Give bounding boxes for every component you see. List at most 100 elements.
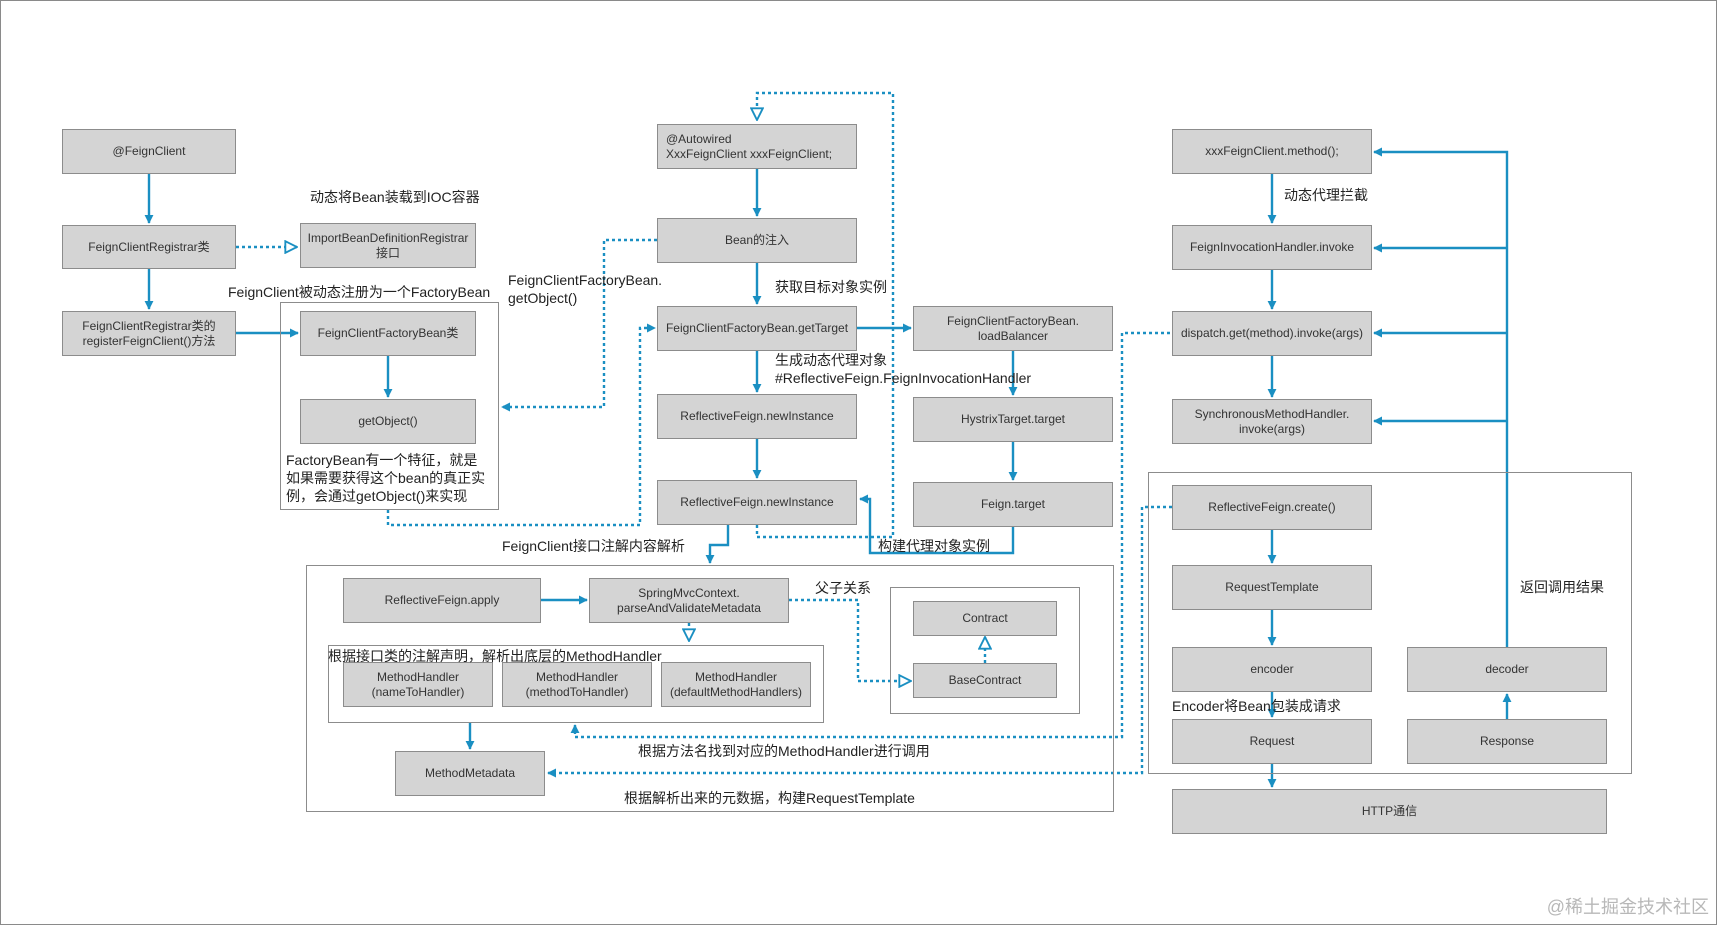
text-line: xxxFeignClient.method(); (1205, 144, 1339, 158)
text-line: @Autowired (666, 131, 732, 146)
node-feign-target: Feign.target (913, 482, 1113, 527)
text-line: BaseContract (948, 673, 1022, 687)
node-http-communication: HTTP通信 (1172, 789, 1607, 834)
text-line: parseAndValidateMetadata (617, 600, 761, 615)
node-text: SynchronousMethodHandler.invoke(args) (1195, 407, 1350, 437)
text-line: FeignClientFactoryBean类 (317, 326, 459, 340)
node-text: HTTP通信 (1362, 804, 1417, 819)
node-contract: Contract (913, 601, 1057, 636)
text-line: FeignClientFactoryBean. (946, 313, 1080, 328)
text-line: getObject() (508, 290, 578, 306)
node-dispatch-invoke: dispatch.get(method).invoke(args) (1172, 311, 1372, 356)
text-line: FeignClientFactoryBean.getTarget (665, 321, 849, 335)
label-annotation-parse: FeignClient接口注解内容解析 (502, 537, 685, 555)
node-text: FeignClientFactoryBean.getTarget (666, 321, 848, 336)
edge-feigntarget-to-newinstance2 (859, 494, 1015, 555)
text-line: (nameToHandler) (371, 684, 465, 699)
node-text: xxxFeignClient.method(); (1205, 144, 1338, 159)
node-methodhandler-default: MethodHandler(defaultMethodHandlers) (661, 662, 811, 707)
node-synchronousmethodhandler-invoke: SynchronousMethodHandler.invoke(args) (1172, 399, 1372, 444)
node-text: ReflectiveFeign.newInstance (680, 409, 833, 424)
text-line: FactoryBean有一个特征，就是 (286, 452, 478, 468)
node-loadbalancer: FeignClientFactoryBean.loadBalancer (913, 306, 1113, 351)
text-line: 接口 (375, 245, 400, 260)
text-line: 例，会通过getObject()来实现 (286, 488, 468, 504)
text-line: FeignClientRegistrar类 (88, 239, 210, 254)
edge-newinstance2-loop-to-autowired (757, 91, 895, 539)
text-line: Encoder将Bean包装成请求 (1172, 698, 1341, 714)
node-text: BaseContract (949, 673, 1022, 688)
contract-group (890, 587, 1080, 714)
node-encoder: encoder (1172, 647, 1372, 692)
node-feignclient-annotation: @FeignClient (62, 129, 236, 174)
node-reflectivefeign-apply: ReflectiveFeign.apply (343, 578, 541, 623)
label-find-handler: 根据方法名找到对应的MethodHandler进行调用 (638, 742, 930, 760)
text-line: HTTP通信 (1361, 804, 1418, 818)
node-text: MethodHandler(nameToHandler) (372, 670, 465, 700)
text-line: MethodHandler (694, 669, 778, 684)
text-line: encoder (1250, 662, 1294, 676)
text-line: SpringMvcContext. (638, 585, 740, 600)
node-newinstance-1: ReflectiveFeign.newInstance (657, 394, 857, 439)
node-getobject: getObject() (300, 399, 476, 444)
text-line: SynchronousMethodHandler. (1194, 406, 1350, 421)
node-decoder: decoder (1407, 647, 1607, 692)
label-dynamic-ioc: 动态将Bean装载到IOC容器 (310, 188, 480, 206)
text-line: FeignClientRegistrar类的 (82, 318, 216, 333)
text-line: Request (1249, 734, 1295, 748)
node-text: MethodHandler(methodToHandler) (526, 670, 629, 700)
text-line: getObject() (358, 414, 418, 428)
text-line: dispatch.get(method).invoke(args) (1180, 326, 1364, 340)
node-gettarget: FeignClientFactoryBean.getTarget (657, 306, 857, 351)
text-line: ImportBeanDefinitionRegistrar (307, 230, 469, 245)
label-dynamic-register: FeignClient被动态注册为一个FactoryBean (228, 283, 490, 301)
edge-create-to-methodmetadata (547, 505, 1172, 778)
text-line: RequestTemplate (1225, 580, 1319, 594)
node-bean-injection: Bean的注入 (657, 218, 857, 263)
text-line: 根据解析出来的元数据，构建RequestTemplate (624, 790, 915, 806)
node-text: FeignClientFactoryBean类 (318, 326, 459, 341)
text-line: 动态将Bean装载到IOC容器 (310, 189, 480, 205)
text-line: FeignClient接口注解内容解析 (502, 538, 685, 554)
node-text: FeignInvocationHandler.invoke (1190, 240, 1354, 255)
text-line: Response (1479, 734, 1535, 748)
watermark: @稀土掘金技术社区 (1546, 897, 1709, 917)
label-return-result: 返回调用结果 (1520, 578, 1604, 596)
node-text: Contract (962, 611, 1007, 626)
node-feigninvocationhandler-invoke: FeignInvocationHandler.invoke (1172, 225, 1372, 270)
text-line: 生成动态代理对象 (775, 352, 887, 368)
text-line: 返回调用结果 (1520, 579, 1604, 595)
label-get-target-instance: 获取目标对象实例 (775, 278, 887, 296)
node-text: MethodMetadata (425, 766, 515, 781)
text-line: 动态代理拦截 (1284, 187, 1368, 203)
text-line: Feign.target (980, 497, 1046, 511)
edge-gettarget-to-factorybean-group (501, 238, 657, 412)
label-build-requesttemplate: 根据解析出来的元数据，构建RequestTemplate (624, 789, 915, 807)
text-line: FeignInvocationHandler.invoke (1189, 240, 1355, 254)
node-text: @FeignClient (113, 144, 186, 159)
node-methodhandler-nametohandler: MethodHandler(nameToHandler) (343, 662, 493, 707)
text-line: 父子关系 (815, 580, 871, 596)
edge-parse-to-basecontract (789, 598, 911, 681)
node-request: Request (1172, 719, 1372, 764)
text-line: ReflectiveFeign.apply (384, 593, 500, 607)
node-client-method-call: xxxFeignClient.method(); (1172, 129, 1372, 174)
node-text: Request (1250, 734, 1295, 749)
node-text: ReflectiveFeign.create() (1208, 500, 1335, 515)
text-line: invoke(args) (1238, 421, 1305, 436)
text-line: 获取目标对象实例 (775, 279, 887, 295)
parse-group (306, 565, 1114, 812)
text-line: ReflectiveFeign.newInstance (680, 409, 834, 423)
node-text: ReflectiveFeign.newInstance (680, 495, 833, 510)
text-line: registerFeignClient()方法 (82, 333, 216, 348)
text-line: 如果需要获得这个bean的真正实 (286, 470, 486, 486)
node-text: HystrixTarget.target (961, 412, 1065, 427)
node-text: Response (1480, 734, 1534, 749)
label-generate-proxy: 生成动态代理对象#ReflectiveFeign.FeignInvocation… (775, 351, 1031, 387)
node-methodmetadata: MethodMetadata (395, 751, 545, 796)
text-line: 根据方法名找到对应的MethodHandler进行调用 (638, 743, 930, 759)
edge-newinstance2-to-parse (705, 525, 730, 564)
text-line: MethodHandler (535, 669, 619, 684)
